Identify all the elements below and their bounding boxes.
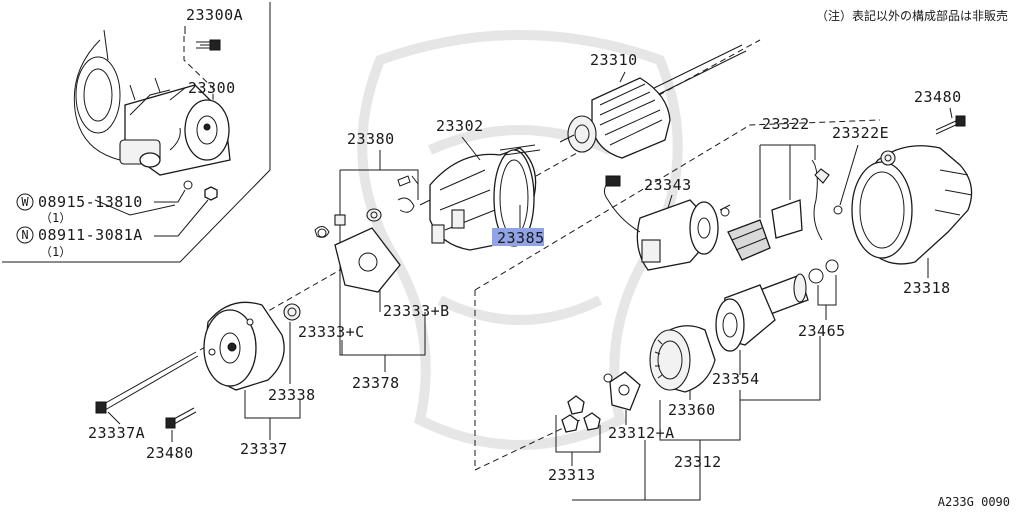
label-23378: 23378 — [352, 374, 400, 392]
yoke-23302 — [429, 144, 541, 251]
label-23338: 23338 — [268, 386, 316, 404]
highlight-23385 — [492, 228, 544, 246]
header-note: （注）表記以外の構成部品は非販売 — [816, 8, 1008, 23]
w-symbol — [16, 193, 34, 211]
label-23480-lower: 23480 — [146, 444, 194, 462]
brush-plate-23378 — [314, 208, 401, 293]
bushing-23338 — [283, 303, 301, 321]
label-23322: 23322 — [762, 115, 810, 133]
label-n-part: 08911-3081A — [38, 226, 143, 244]
rear-cover-23337 — [203, 301, 285, 391]
label-23310: 23310 — [590, 51, 638, 69]
housing-23318 — [851, 145, 973, 265]
w-symbol-letter: W — [21, 195, 29, 209]
label-23333C: 23333+C — [298, 323, 365, 341]
n-symbol-letter: N — [21, 228, 28, 242]
bracket-23337 — [244, 390, 301, 419]
label-w-part: 08915-13810 — [38, 193, 143, 211]
diagram-code: A233G 0090 — [938, 495, 1010, 509]
bracket-23312 — [572, 390, 741, 501]
pinion-shaft-23465 — [759, 259, 839, 316]
label-23465: 23465 — [798, 322, 846, 340]
label-23333B: 23333+B — [383, 302, 450, 320]
lever-23312A — [603, 371, 641, 411]
label-23360: 23360 — [668, 401, 716, 419]
gear-23360 — [649, 325, 716, 393]
label-23385[interactable]: 23385 — [497, 229, 545, 247]
label-23313: 23313 — [548, 466, 596, 484]
label-23322E: 23322E — [832, 124, 889, 142]
label-23380: 23380 — [347, 130, 395, 148]
inset-frame — [2, 2, 271, 263]
engine-block-drawing — [73, 29, 176, 216]
label-23312A: 23312+A — [608, 424, 675, 442]
bolt-23300A — [183, 36, 221, 100]
axis-line-lower — [474, 119, 881, 471]
label-23300A: 23300A — [186, 6, 243, 24]
label-n-qty: （1） — [40, 245, 71, 259]
clip-23322E — [833, 205, 843, 215]
label-23302: 23302 — [436, 117, 484, 135]
label-w-qty: （1） — [40, 211, 71, 225]
label-23480-top: 23480 — [914, 88, 962, 106]
armature-23310 — [559, 44, 747, 159]
gears-23313 — [561, 395, 601, 433]
bolt-23480-lower — [165, 407, 197, 429]
clutch-23354 — [715, 284, 776, 352]
label-23343: 23343 — [644, 176, 692, 194]
brush-spring-23380 — [397, 175, 431, 213]
label-23318: 23318 — [903, 279, 951, 297]
n-symbol — [16, 226, 34, 244]
solenoid-23343 — [604, 175, 731, 271]
label-23312: 23312 — [674, 453, 722, 471]
bolt-23480-top — [935, 115, 966, 135]
starter-assembly-drawing — [119, 77, 231, 176]
washer-08915 — [183, 180, 193, 190]
label-23354: 23354 — [712, 370, 760, 388]
label-23337: 23337 — [240, 440, 288, 458]
through-bolt-23337A — [95, 351, 199, 414]
bracket-23380 — [339, 169, 419, 356]
label-23337A: 23337A — [88, 424, 145, 442]
brush-set-23322 — [727, 159, 830, 261]
nut-08911 — [204, 186, 218, 201]
label-23300: 23300 — [188, 79, 236, 97]
